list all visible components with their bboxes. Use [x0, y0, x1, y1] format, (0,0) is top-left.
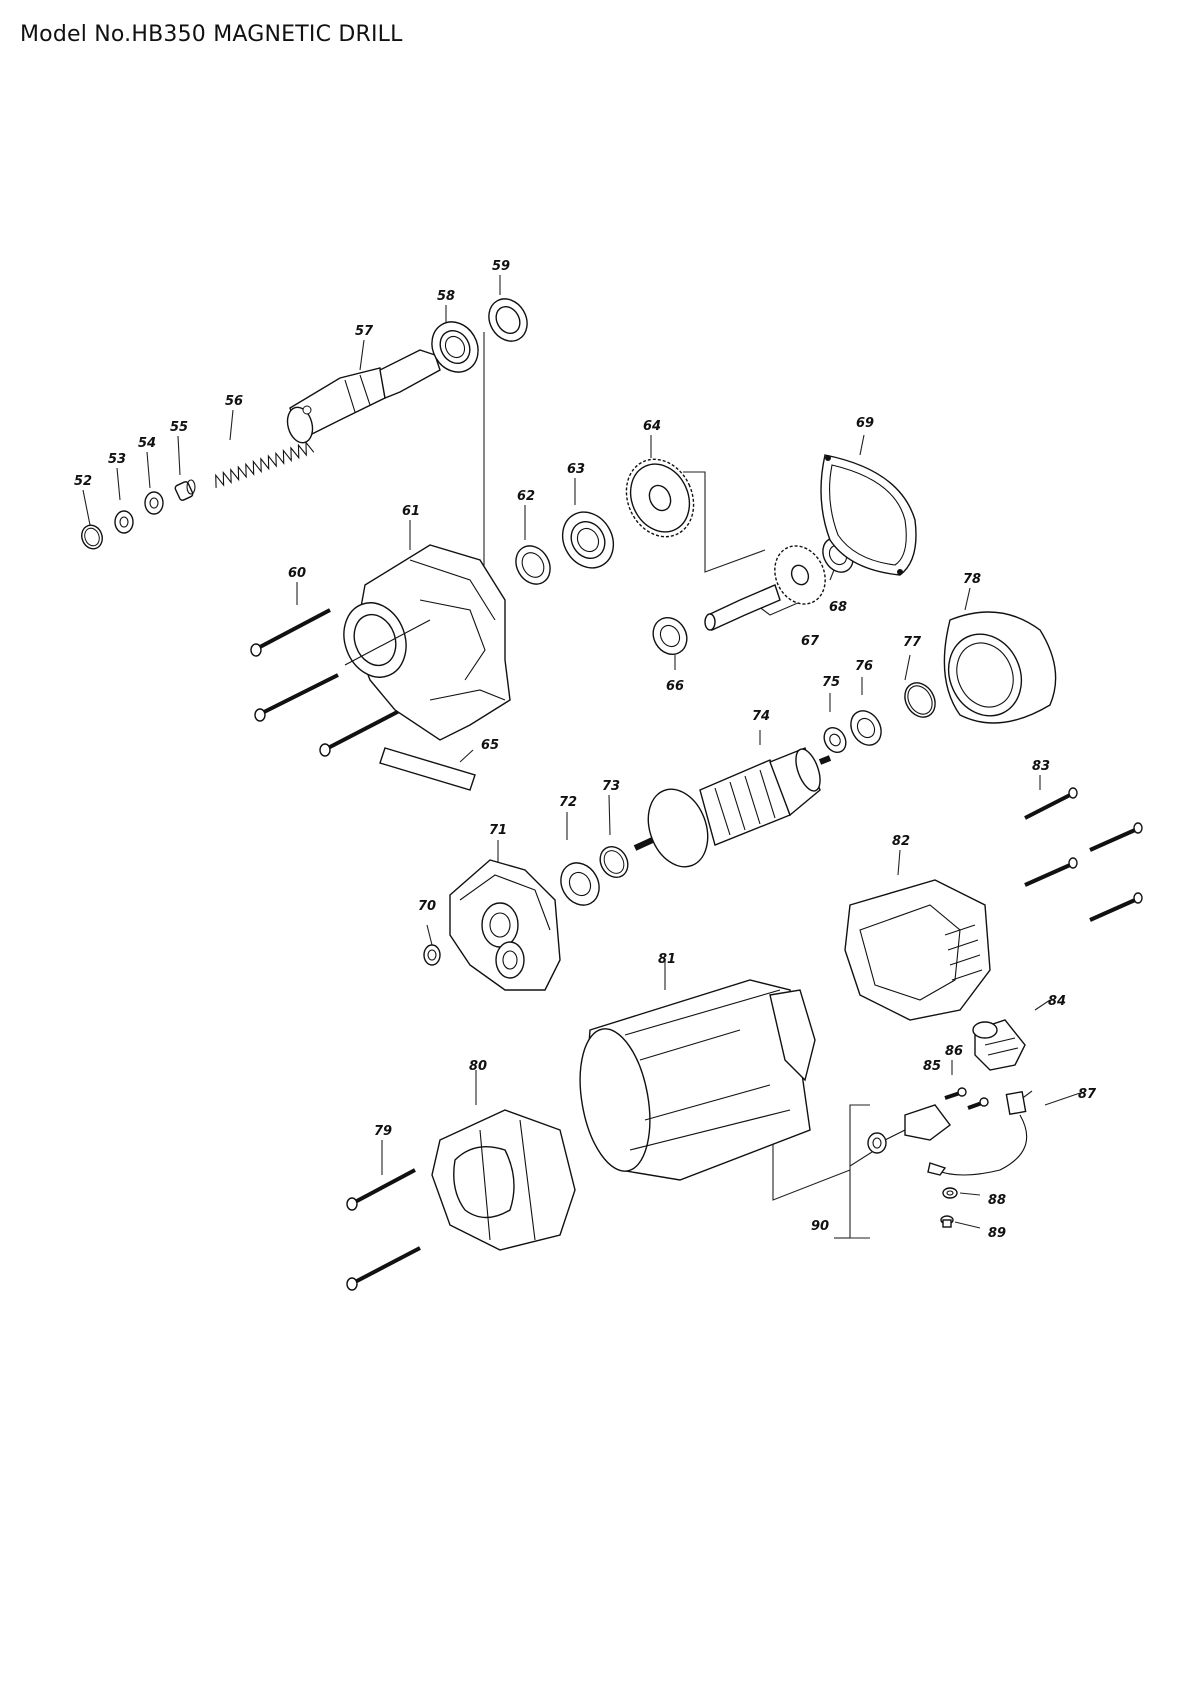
part-55-sleeve: [174, 479, 196, 501]
label-76: 76: [855, 659, 873, 674]
label-72: 72: [559, 795, 577, 810]
callout-labels: 52 53 54 55 56 57 58 59 60 61 62 63 64 6…: [74, 259, 1097, 1241]
part-70-ring: [423, 944, 441, 966]
label-69: 69: [856, 416, 874, 431]
label-63: 63: [567, 462, 585, 477]
label-52: 52: [74, 474, 92, 489]
label-88: 88: [988, 1193, 1006, 1208]
label-75: 75: [822, 675, 840, 690]
part-60-screws: [250, 608, 406, 757]
part-84-cable-gland: [972, 1019, 1026, 1071]
label-54: 54: [138, 436, 156, 451]
label-90: 90: [811, 1219, 829, 1234]
part-80-field-stator: [431, 1109, 576, 1251]
part-75-washer: [823, 726, 847, 754]
part-52-circlip: [81, 524, 103, 550]
label-80: 80: [469, 1059, 487, 1074]
part-67-intermediate-shaft: [704, 545, 826, 631]
label-64: 64: [643, 419, 661, 434]
part-82-end-cap: [844, 879, 991, 1021]
label-67: 67: [801, 634, 820, 649]
label-60: 60: [288, 566, 306, 581]
part-86-screws: [944, 1087, 989, 1110]
label-78: 78: [963, 572, 981, 587]
label-65: 65: [481, 738, 499, 753]
label-53: 53: [108, 452, 126, 467]
part-81-motor-housing: [579, 979, 816, 1181]
part-62-ring: [515, 545, 551, 585]
part-69-gasket: [820, 454, 917, 576]
part-54-washer: [144, 491, 164, 515]
label-79: 79: [374, 1124, 392, 1139]
part-59-seal-ring: [488, 298, 528, 342]
label-71: 71: [489, 823, 507, 838]
part-63-bearing: [561, 511, 615, 569]
label-81: 81: [658, 952, 676, 967]
part-53-washer: [114, 510, 134, 534]
label-61: 61: [402, 504, 420, 519]
label-87: 87: [1078, 1087, 1097, 1102]
label-59: 59: [492, 259, 510, 274]
label-84: 84: [1048, 994, 1066, 1009]
label-83: 83: [1032, 759, 1050, 774]
part-79-screws: [346, 1168, 421, 1291]
label-82: 82: [892, 834, 910, 849]
part-76-bearing: [850, 710, 882, 746]
part-57-chuck-spindle: [286, 349, 441, 444]
label-74: 74: [752, 709, 770, 724]
part-71-motor-flange: [449, 859, 561, 991]
part-78-cover-ring: [943, 611, 1057, 724]
part-66-bearing: [652, 617, 688, 655]
label-77: 77: [903, 635, 922, 650]
part-73-circlip: [599, 845, 629, 879]
part-87-carbon-brush: [927, 1090, 1028, 1176]
part-85-brush-holder: [867, 1104, 951, 1154]
label-68: 68: [829, 600, 847, 615]
label-56: 56: [225, 394, 243, 409]
label-73: 73: [602, 779, 620, 794]
part-56-spring: [215, 440, 315, 488]
part-72-bearing: [560, 862, 600, 906]
label-57: 57: [355, 324, 374, 339]
label-89: 89: [988, 1226, 1006, 1241]
part-77-o-ring: [904, 682, 936, 718]
page-title: Model No.HB350 MAGNETIC DRILL: [20, 22, 403, 47]
part-88-washer: [942, 1187, 958, 1199]
part-61-gearbox-housing: [343, 544, 511, 741]
label-86: 86: [945, 1044, 963, 1059]
part-83-screws: [1024, 787, 1143, 922]
part-58-bearing: [431, 321, 479, 373]
part-89-screw: [940, 1215, 954, 1228]
label-85: 85: [923, 1059, 941, 1074]
label-55: 55: [170, 420, 188, 435]
part-74-armature: [633, 747, 832, 868]
label-66: 66: [666, 679, 684, 694]
label-62: 62: [517, 489, 535, 504]
part-64-large-gear: [625, 458, 695, 538]
label-58: 58: [437, 289, 455, 304]
leader-lines: [82, 275, 1081, 1239]
label-70: 70: [418, 899, 436, 914]
part-65-key: [379, 747, 476, 791]
